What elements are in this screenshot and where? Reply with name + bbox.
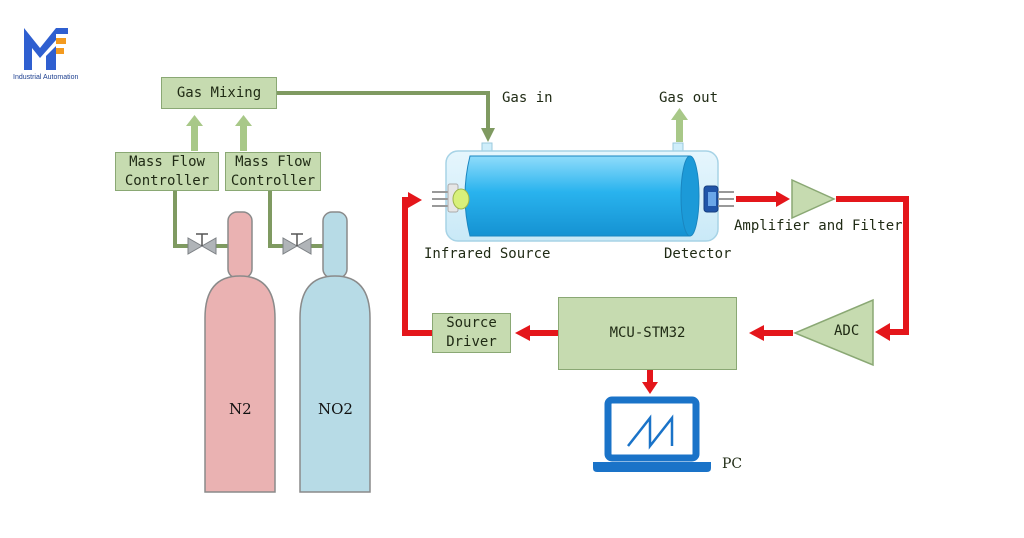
- mfc-left-line2: Controller: [124, 172, 210, 189]
- mfc-left-line1: Mass Flow: [129, 153, 205, 170]
- mfc-right-line2: Controller: [230, 172, 316, 189]
- gas-out-arrow: [671, 108, 688, 142]
- mfc-right-line1: Mass Flow: [235, 153, 311, 170]
- no2-cylinder-label: NO2: [318, 400, 353, 418]
- amplifier-triangle-icon: [791, 178, 836, 220]
- valve-left-icon: [187, 233, 217, 255]
- source-driver-line2: Driver: [446, 334, 497, 350]
- mass-flow-controller-right: Mass Flow Controller: [225, 152, 321, 191]
- signal-path-network: [402, 196, 909, 382]
- mass-flow-controller-left: Mass Flow Controller: [115, 152, 219, 191]
- mf-logo-icon: [24, 28, 68, 70]
- gas-cell: [445, 142, 719, 242]
- source-driver-line1: Source: [446, 315, 497, 331]
- valve-right-icon: [282, 233, 312, 255]
- pc-laptop-icon: [593, 396, 711, 472]
- source-driver-block: Source Driver: [432, 313, 511, 353]
- detector-icon: [703, 185, 734, 213]
- mcu-label: MCU-STM32: [609, 325, 686, 341]
- gas-mixing-block: Gas Mixing: [161, 77, 277, 109]
- gas-in-arrow: [481, 128, 495, 142]
- adc-triangle-icon: [793, 298, 874, 367]
- pc-label: PC: [722, 456, 743, 472]
- adc-label: ADC: [834, 323, 860, 339]
- signal-arrowheads: [408, 191, 890, 394]
- mfc-to-mixing-arrows: [186, 115, 252, 151]
- infrared-source-label: Infrared Source: [424, 246, 551, 262]
- infrared-source-icon: [432, 183, 470, 213]
- gas-mixing-label: Gas Mixing: [176, 84, 262, 101]
- brand-tagline: Industrial Automation: [13, 74, 79, 81]
- mcu-block: MCU-STM32: [558, 297, 737, 370]
- amplifier-filter-label: Amplifier and Filter: [734, 218, 903, 234]
- no2-cylinder: [299, 211, 371, 493]
- n2-cylinder: [204, 211, 276, 493]
- n2-cylinder-label: N2: [229, 400, 252, 418]
- gas-in-label: Gas in: [502, 90, 553, 106]
- detector-label: Detector: [664, 246, 732, 262]
- gas-out-label: Gas out: [659, 90, 719, 106]
